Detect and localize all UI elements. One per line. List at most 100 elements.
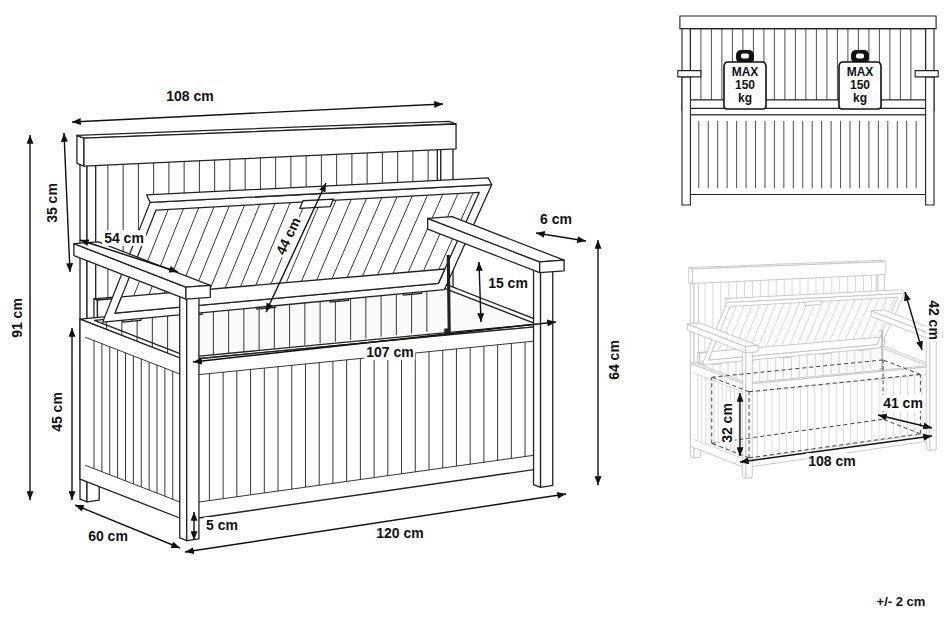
slat-line bbox=[346, 360, 347, 482]
slat-line bbox=[381, 293, 382, 337]
slat-line bbox=[843, 383, 844, 446]
bench-part bbox=[682, 77, 690, 205]
slat-line bbox=[779, 389, 780, 454]
slat-line bbox=[854, 349, 855, 372]
storage-volume-edge bbox=[711, 377, 712, 443]
slat-line bbox=[85, 337, 180, 374]
slat-line bbox=[228, 308, 229, 354]
slat-line bbox=[807, 386, 808, 450]
dimension-label: 108 cm bbox=[164, 88, 215, 104]
slat-line bbox=[374, 357, 375, 477]
slat-line bbox=[900, 29, 901, 100]
slat-line bbox=[823, 352, 824, 375]
slat-line bbox=[335, 298, 336, 342]
dimension-label: 5 cm bbox=[204, 517, 240, 533]
slat-line bbox=[764, 121, 765, 188]
slat-line bbox=[850, 382, 851, 444]
bench-part bbox=[926, 77, 934, 205]
storage-volume-edge bbox=[712, 443, 749, 457]
slat-line bbox=[360, 358, 361, 479]
slat-line bbox=[213, 309, 214, 355]
weight-capacity-icon: MAX 150 kg bbox=[723, 50, 767, 110]
dimension-label: 108 cm bbox=[806, 453, 857, 469]
slat-line bbox=[906, 121, 907, 188]
slat-line bbox=[415, 353, 416, 472]
slat-line bbox=[829, 384, 830, 447]
slat-line bbox=[746, 121, 747, 188]
slat-line bbox=[172, 371, 173, 499]
storage-volume-edge bbox=[883, 419, 920, 433]
slat-line bbox=[319, 363, 320, 486]
slat-line bbox=[291, 365, 292, 489]
dimension-arrow bbox=[71, 328, 72, 500]
slat-line bbox=[511, 343, 512, 458]
bench-part bbox=[930, 337, 936, 450]
slat-line bbox=[812, 121, 813, 188]
bench-part bbox=[688, 108, 927, 114]
bench-part bbox=[690, 115, 925, 195]
slat-line bbox=[711, 29, 712, 100]
bench-part bbox=[540, 260, 564, 272]
dimension-label: 42 cm bbox=[926, 298, 942, 342]
weight-handle-hole bbox=[741, 54, 749, 59]
slat-line bbox=[736, 121, 737, 188]
bench-part bbox=[702, 293, 904, 364]
weight-handle bbox=[736, 50, 754, 63]
slat-line bbox=[864, 381, 865, 443]
slat-line bbox=[704, 282, 705, 352]
slat-line bbox=[868, 121, 869, 188]
bench-part bbox=[185, 325, 551, 520]
slat-line bbox=[396, 292, 397, 335]
slat-line bbox=[700, 29, 701, 100]
dimension-arrow bbox=[185, 494, 566, 552]
slat-line bbox=[751, 374, 929, 392]
slat-line bbox=[815, 353, 816, 376]
slat-line bbox=[197, 455, 539, 503]
slat-line bbox=[697, 374, 698, 441]
bench-part bbox=[690, 363, 745, 467]
dimension-label: 64 cm bbox=[606, 338, 622, 382]
slat-line bbox=[774, 29, 775, 100]
slat-line bbox=[278, 367, 279, 491]
slat-line bbox=[125, 353, 126, 481]
slat-line bbox=[197, 341, 539, 375]
dimension-label: 32 cm bbox=[719, 401, 735, 445]
slat-line bbox=[264, 368, 265, 493]
slat-line bbox=[709, 379, 710, 446]
dimension-arrow bbox=[479, 262, 481, 322]
weight-capacity-icon: MAX 150 kg bbox=[838, 50, 882, 110]
slat-line bbox=[243, 306, 244, 352]
slat-line bbox=[705, 378, 706, 445]
bench-part bbox=[80, 319, 185, 520]
slat-line bbox=[816, 29, 817, 100]
dimension-arrow bbox=[29, 135, 30, 500]
bench-part bbox=[692, 262, 885, 284]
slat-line bbox=[721, 29, 722, 100]
slat-line bbox=[871, 380, 872, 442]
slat-line bbox=[775, 356, 776, 380]
slat-line bbox=[759, 358, 760, 382]
slat-line bbox=[101, 344, 102, 472]
slat-line bbox=[795, 29, 796, 100]
dimension-arrow bbox=[193, 512, 194, 540]
storage-volume-edge bbox=[712, 360, 883, 377]
bench-part bbox=[689, 268, 693, 284]
slat-line bbox=[320, 299, 321, 343]
bench-part bbox=[742, 350, 746, 478]
bench-part bbox=[534, 267, 541, 487]
dimension-arrow bbox=[597, 240, 598, 485]
slat-line bbox=[223, 372, 224, 498]
bench-part bbox=[84, 124, 456, 166]
slat-line bbox=[429, 352, 430, 470]
slat-line bbox=[714, 381, 715, 448]
slat-line bbox=[133, 356, 134, 484]
weight-handle-hole bbox=[856, 54, 864, 59]
slat-line bbox=[305, 364, 306, 487]
slat-line bbox=[708, 121, 709, 188]
slat-line bbox=[807, 353, 808, 376]
slat-line bbox=[793, 121, 794, 188]
slat-line bbox=[259, 305, 260, 350]
slat-line bbox=[274, 303, 275, 348]
slat-line bbox=[910, 29, 911, 100]
